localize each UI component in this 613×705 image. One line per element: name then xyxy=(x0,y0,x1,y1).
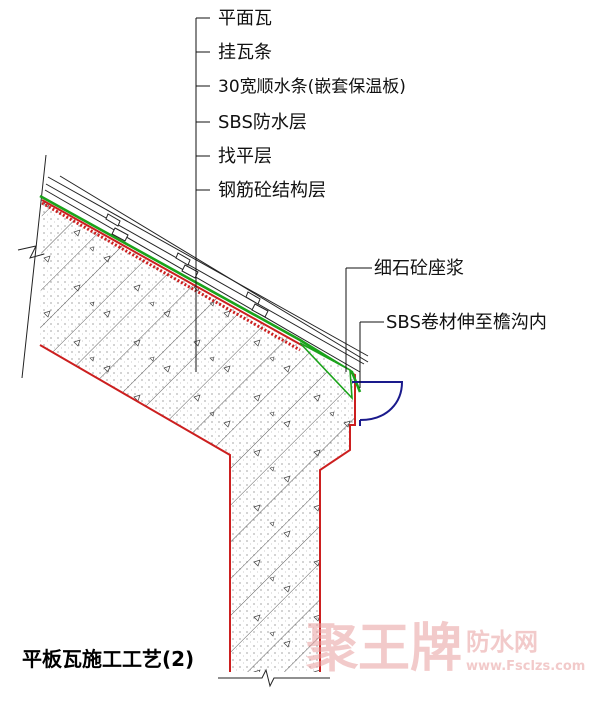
label-membrane-into-gutter: SBS卷材伸至檐沟内 xyxy=(386,312,547,333)
watermark-url: www.Fsclzs.com xyxy=(466,659,585,674)
watermark: 聚王牌 防水网 www.Fsclzs.com xyxy=(305,619,585,679)
tile-battens xyxy=(105,213,269,318)
roof-tiles xyxy=(44,175,369,373)
structure-outline xyxy=(39,199,356,672)
label-sbs-waterproof: SBS防水层 xyxy=(218,112,307,133)
watermark-brand: 聚王牌 xyxy=(305,619,462,679)
leader-lines xyxy=(195,17,384,388)
label-counter-batten: 30宽顺水条(嵌套保温板) xyxy=(218,77,406,97)
label-flat-tile: 平面瓦 xyxy=(218,8,272,29)
leveling-layer-band xyxy=(41,201,301,352)
label-tile-batten: 挂瓦条 xyxy=(218,42,272,63)
drawing-caption: 平板瓦施工工艺(2) xyxy=(22,647,194,671)
watermark-suffix: 防水网 xyxy=(466,628,538,656)
bottom-break-line xyxy=(218,668,330,688)
eave-gutter xyxy=(352,381,404,421)
label-leveling-layer: 找平层 xyxy=(218,146,272,167)
label-rc-structure: 钢筋砼结构层 xyxy=(218,180,326,201)
left-break-line xyxy=(17,154,47,379)
label-mortar-bed: 细石砼座浆 xyxy=(374,258,464,279)
